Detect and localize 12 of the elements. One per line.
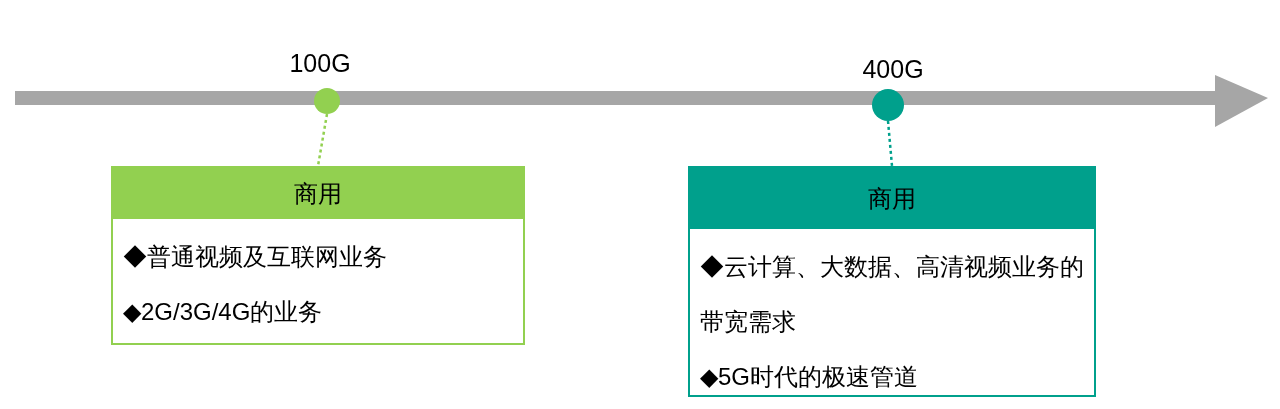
milestone-label: 400G (862, 54, 924, 84)
milestone-card (688, 166, 1096, 397)
milestone-card (111, 166, 525, 345)
bullet-text: ◆5G时代的极速管道 (700, 362, 919, 392)
card-header: 商用 (690, 168, 1094, 229)
dotted-connector (316, 113, 329, 167)
bullet-text: ◆2G/3G/4G的业务 (123, 297, 324, 327)
bullet-text: ◆云计算、大数据、高清视频业务的带宽需求 (700, 252, 1084, 337)
bullet-text: ◆普通视频及互联网业务 (123, 242, 388, 272)
dotted-connector (886, 120, 894, 167)
card-header: 商用 (113, 168, 523, 219)
milestone-label: 100G (289, 48, 351, 78)
